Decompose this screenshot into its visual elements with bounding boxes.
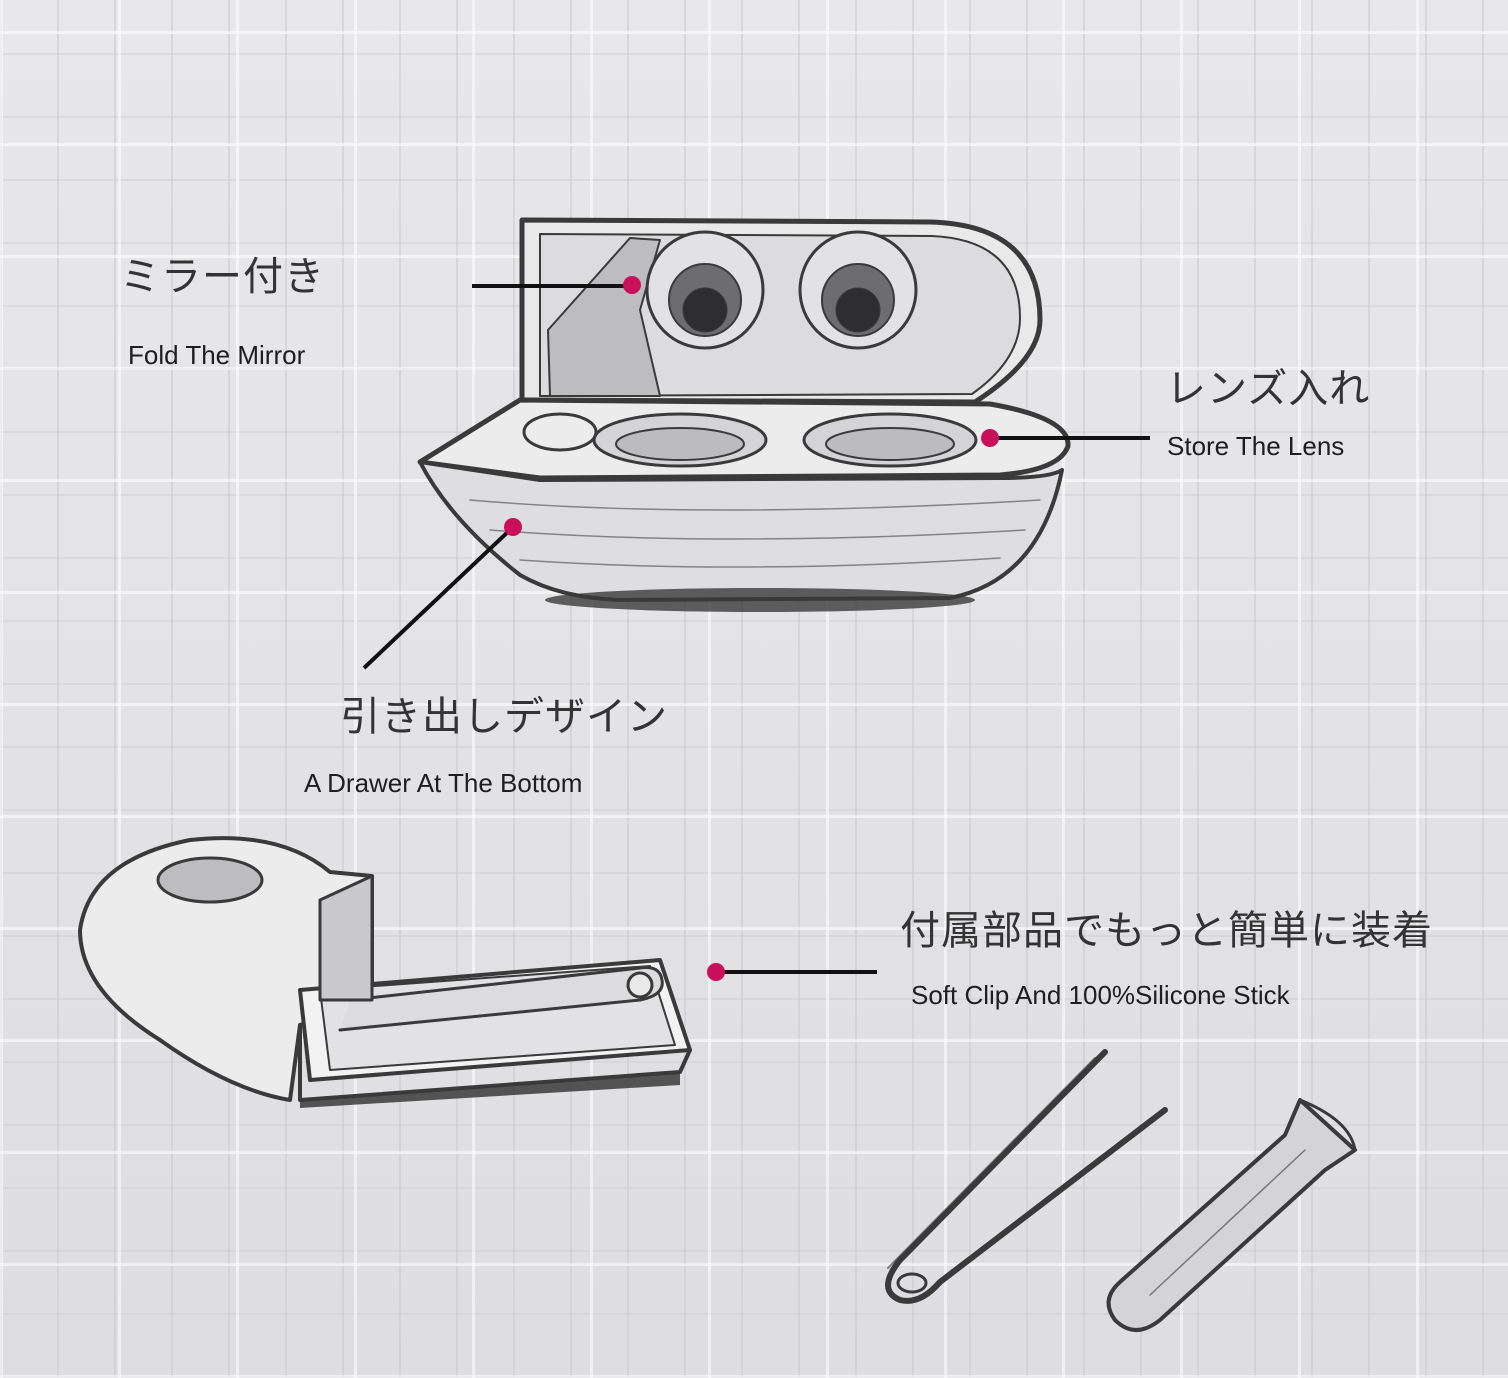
mirror-label-jp: ミラー付き xyxy=(120,254,325,300)
drawer-callout-dot xyxy=(504,518,522,536)
callouts xyxy=(362,276,1150,981)
mirror-callout-dot xyxy=(623,276,641,294)
silicone-stick xyxy=(1106,1098,1357,1332)
drawer-leader-line xyxy=(362,526,514,670)
silicone-stick-sketch xyxy=(1106,1098,1357,1332)
accessory-callout-dot xyxy=(707,963,725,981)
accessory-label-en: Soft Clip And 100%Silicone Stick xyxy=(911,980,1290,1010)
lens-callout-dot xyxy=(981,429,999,447)
soft-clip-sketch xyxy=(885,1049,1168,1304)
drawer-label-jp: 引き出しデザイン xyxy=(340,694,668,740)
accessory-label-jp: 付属部品でもっと簡単に装着 xyxy=(900,908,1433,954)
lens-case-sketch xyxy=(417,217,1071,612)
drawer-label-en: A Drawer At The Bottom xyxy=(304,768,583,798)
lens-label-jp: レンズ入れ xyxy=(1166,366,1371,412)
soft-clip xyxy=(885,1049,1168,1304)
mirror-label-en: Fold The Mirror xyxy=(128,340,306,370)
tray-tweezer xyxy=(338,966,664,1032)
drawer-tray-sketch xyxy=(78,836,692,1108)
lens-label-en: Store The Lens xyxy=(1167,431,1345,461)
